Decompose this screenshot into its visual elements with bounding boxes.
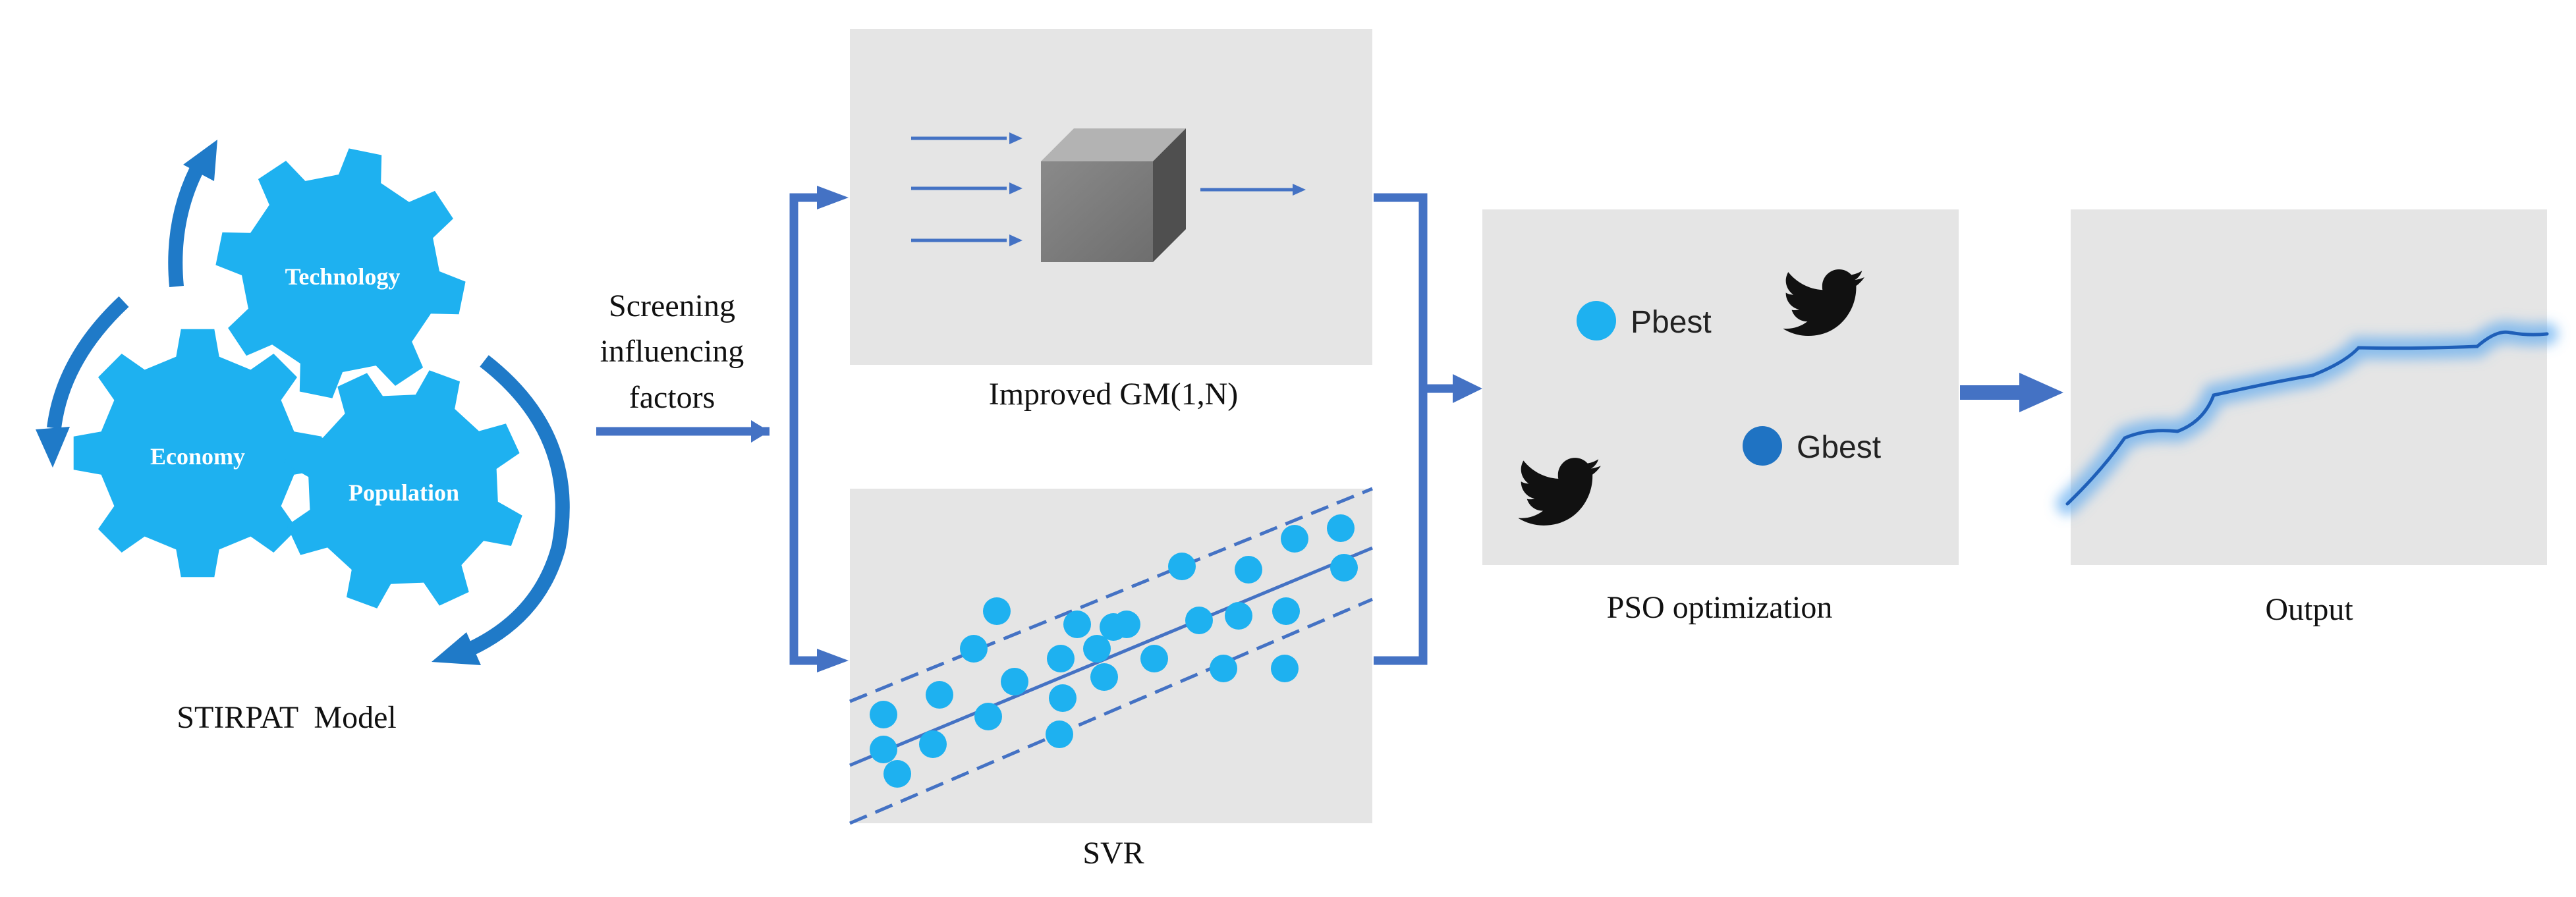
- split-arrowhead-bottom: [817, 649, 849, 672]
- svr-data-point: [1168, 553, 1196, 580]
- split-arrowhead-top: [817, 186, 849, 209]
- black-box-cube: [1041, 128, 1186, 262]
- stirpat-caption: STIRPAT Model: [177, 700, 397, 735]
- cycle-arrows: [36, 140, 570, 665]
- pso-to-output-arrowhead: [2019, 373, 2063, 412]
- svr-caption: SVR: [1082, 836, 1144, 871]
- svr-data-point: [1185, 607, 1213, 634]
- svr-data-point: [919, 730, 947, 758]
- svr-data-point: [1330, 554, 1358, 582]
- pbest-marker: [1577, 301, 1616, 340]
- svr-data-point: [1001, 668, 1028, 695]
- screening-arrowhead: [751, 420, 770, 443]
- svr-data-point: [1327, 514, 1355, 542]
- svr-data-point: [1140, 645, 1168, 672]
- pso-caption: PSO optimization: [1606, 590, 1833, 625]
- split-bracket-line: [789, 193, 822, 665]
- svr-data-point: [983, 597, 1011, 625]
- screening-line-1: Screening: [609, 288, 735, 323]
- population-gear: [284, 370, 522, 609]
- svr-data-point: [1047, 645, 1075, 672]
- merge-arrowhead: [1453, 374, 1482, 403]
- svr-data-point: [1049, 684, 1077, 712]
- svr-data-point: [1113, 611, 1140, 638]
- gear-label-population: Population: [348, 479, 460, 506]
- svr-upper-margin-line: [849, 487, 1373, 703]
- svr-data-point: [1225, 602, 1252, 630]
- cycle-arrow-top: [168, 157, 208, 288]
- gm-input-arrows: [911, 136, 1293, 242]
- svr-data-point: [1235, 556, 1262, 584]
- cycle-arrowhead-right: [432, 632, 481, 665]
- svr-data-point: [1046, 720, 1073, 748]
- svr-data-point: [883, 760, 911, 788]
- cycle-arrowhead-top: [183, 140, 217, 181]
- svr-data-point: [1063, 611, 1091, 638]
- screening-line-3: factors: [629, 380, 715, 415]
- stirpat-gear-group: [73, 148, 522, 609]
- svr-data-point: [960, 635, 988, 663]
- svr-data-points: [870, 514, 1358, 788]
- cycle-arrow-left: [47, 296, 129, 429]
- svr-data-point: [1272, 597, 1300, 625]
- merge-bracket-line: [1374, 193, 1428, 665]
- output-panel: [2056, 209, 2558, 565]
- gm-caption: Improved GM(1,N): [988, 377, 1239, 412]
- flow-arrows: [596, 186, 2063, 672]
- svr-regression-lines: [849, 487, 1373, 825]
- svr-data-point: [870, 736, 897, 763]
- svr-data-point: [870, 701, 897, 728]
- gbest-label: Gbest: [1797, 430, 1882, 465]
- svr-lower-margin-line: [849, 597, 1373, 825]
- output-caption: Output: [2265, 592, 2353, 627]
- svr-data-point: [1281, 525, 1308, 553]
- svr-data-point: [974, 703, 1002, 730]
- gm-panel: [850, 29, 1372, 365]
- cycle-arrow-right: [468, 355, 570, 655]
- pso-panel: [1482, 209, 1959, 565]
- cycle-arrowhead-left: [36, 427, 70, 468]
- svr-fit-line: [849, 546, 1373, 767]
- gm-input-arrowheads: [1009, 132, 1306, 246]
- screening-line-2: influencing: [600, 334, 744, 369]
- gbest-marker: [1743, 426, 1782, 466]
- svr-data-point: [1210, 655, 1237, 682]
- economy-gear: [73, 329, 322, 578]
- svr-data-point: [1271, 655, 1299, 682]
- svr-data-point: [1090, 663, 1118, 691]
- svr-data-point: [926, 681, 953, 709]
- pbest-label: Pbest: [1631, 305, 1712, 340]
- output-curve: [2065, 330, 2549, 506]
- gear-label-economy: Economy: [150, 443, 245, 470]
- svr-data-point: [1083, 635, 1111, 663]
- technology-gear: [215, 148, 466, 398]
- gear-label-technology: Technology: [285, 263, 401, 290]
- svr-panel: [849, 487, 1373, 825]
